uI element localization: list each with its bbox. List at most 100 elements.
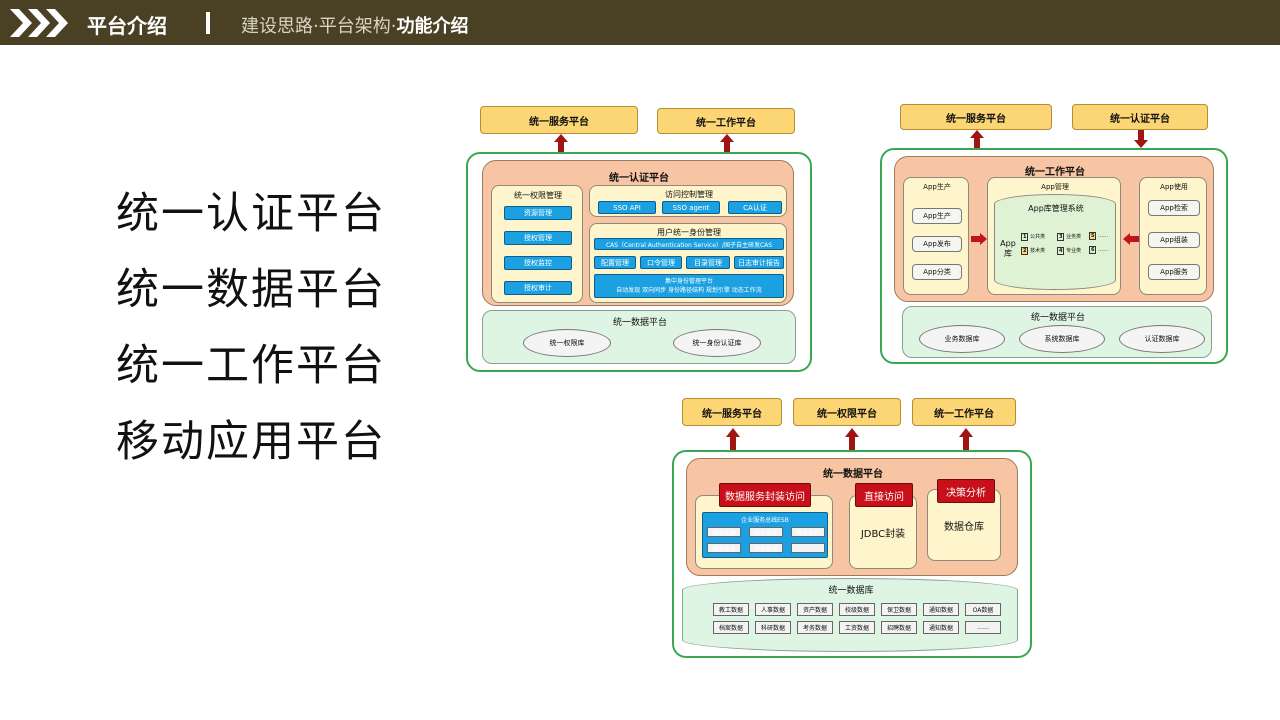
data-title: 统一数据平台: [823, 469, 883, 480]
perm-group: 统一权限管理 资源管理 授权管理 授权监控 授权审计: [491, 185, 583, 303]
identity-item: 日志审计报告: [734, 256, 784, 269]
identity-item: 口令管理: [640, 256, 682, 269]
up-arrow-icon: [720, 134, 734, 152]
top-box: 统一服务平台: [480, 106, 638, 134]
db-item: 教工数据: [713, 603, 749, 616]
access-box-service: 数据服务封装访问: [719, 483, 811, 507]
use-label: App使用: [1160, 183, 1188, 191]
manage-group: App管理 App库管理系统 App库 1 公共类 3 业务类 5 …… 2 技…: [987, 177, 1121, 295]
header-title: 平台介绍: [87, 14, 167, 38]
lib-item: 3 业务类: [1057, 233, 1082, 241]
unified-db-label: 统一数据库: [828, 586, 874, 596]
platform-list: 统一认证平台 统一数据平台 统一工作平台 移动应用平台: [116, 176, 386, 480]
perm-item: 授权审计: [504, 281, 572, 295]
esb-item: ……: [791, 543, 825, 553]
chevron-right-icon: [46, 9, 68, 37]
auth-data-platform: 统一数据平台 统一权限库 统一身份认证库: [482, 310, 796, 364]
platform-item: 统一认证平台: [116, 189, 386, 239]
db-cylinder: 统一权限库: [523, 329, 611, 357]
db-item: 科研数据: [755, 621, 791, 634]
use-item: App组装: [1148, 232, 1200, 248]
up-arrow-icon: [726, 428, 740, 450]
db-item: 通知数据: [923, 603, 959, 616]
app-lib-cylinder: App库管理系统 App库 1 公共类 3 业务类 5 …… 2 技术类 4 专…: [994, 194, 1116, 290]
top-box: 统一认证平台: [1072, 104, 1208, 130]
lib-item: 2 技术类: [1021, 247, 1046, 255]
breadcrumb: 建设思路·平台架构·功能介绍: [241, 12, 468, 38]
work-data-platform: 统一数据平台 业务数据库 系统数据库 认证数据库: [902, 306, 1212, 358]
platform-item: 移动应用平台: [116, 417, 386, 467]
use-item: App服务: [1148, 264, 1200, 280]
top-box: 统一工作平台: [912, 398, 1016, 426]
up-arrow-icon: [845, 428, 859, 450]
db-item: 校级数据: [839, 603, 875, 616]
db-item: 人事数据: [755, 603, 791, 616]
db-item: 考务数据: [797, 621, 833, 634]
up-arrow-icon: [554, 134, 568, 152]
app-lib-grid: 1 公共类 3 业务类 5 …… 2 技术类 4 专业类 6 ……: [1021, 231, 1115, 261]
app-lib-label: App库: [1000, 239, 1016, 258]
lib-item: 1 公共类: [1021, 233, 1046, 241]
db-cylinder: 业务数据库: [919, 325, 1005, 353]
auth-title: 统一认证平台: [609, 173, 669, 184]
left-arrow-icon: [1123, 233, 1139, 245]
top-box: 统一服务平台: [900, 104, 1052, 130]
produce-item: App生产: [912, 208, 962, 224]
access-group: 访问控制管理 SSO API SSO agent CA认证: [589, 185, 787, 217]
esb-item: 服务监控: [749, 527, 783, 537]
auth-panel: 统一认证平台 统一权限管理 资源管理 授权管理 授权监控 授权审计 访问控制管理…: [482, 160, 794, 306]
access-item: CA认证: [728, 201, 782, 214]
down-arrow-icon: [1134, 130, 1148, 148]
identity-group: 用户统一身份管理 CAS（Central Authentication Serv…: [589, 223, 787, 303]
cas-line: CAS（Central Authentication Service）/国子自主…: [594, 238, 784, 250]
work-frame: 统一工作平台 App生产 App生产 App发布 App分类 App管理 App…: [880, 148, 1228, 364]
right-arrow-icon: [971, 233, 987, 245]
produce-group: App生产 App生产 App发布 App分类: [903, 177, 969, 295]
breadcrumb-current: 功能介绍: [396, 16, 469, 37]
central-title: 集中身份管理平台: [664, 278, 713, 285]
central-identity-box: 集中身份管理平台 自动发现 双向同步 身份路径结构 规划引擎 动态工作流: [594, 274, 784, 298]
access-group-label: 访问控制管理: [665, 190, 713, 199]
auth-platform-diagram: 统一服务平台 统一工作平台 统一认证平台 统一权限管理 资源管理 授权管理 授权…: [466, 104, 812, 372]
central-desc: 自动发现 双向同步 身份路径结构 规划引擎 动态工作流: [616, 287, 762, 294]
data-panel: 统一数据平台 企业服务总线ESB 服务注册 服务监控 服务发现 服务安全 事务管…: [686, 458, 1018, 576]
identity-group-label: 用户统一身份管理: [657, 228, 721, 237]
esb-title: 企业服务总线ESB: [741, 517, 789, 524]
work-title: 统一工作平台: [1025, 167, 1085, 178]
db-item: 招聘数据: [881, 621, 917, 634]
platform-item: 统一工作平台: [116, 341, 386, 391]
db-item: 档案数据: [713, 621, 749, 634]
db-item: 保卫数据: [881, 603, 917, 616]
breadcrumb-prefix: 建设思路·平台架构·: [241, 16, 397, 37]
db-item: 工资数据: [839, 621, 875, 634]
access-box-decision: 决策分析: [937, 479, 995, 503]
access-item: SSO agent: [662, 201, 720, 214]
access-item: SSO API: [598, 201, 656, 214]
data-frame: 统一数据平台 企业服务总线ESB 服务注册 服务监控 服务发现 服务安全 事务管…: [672, 450, 1032, 658]
use-group: App使用 App检索 App组装 App服务: [1139, 177, 1207, 295]
identity-item: 配置管理: [594, 256, 636, 269]
perm-item: 授权管理: [504, 231, 572, 245]
esb-box: 企业服务总线ESB 服务注册 服务监控 服务发现 服务安全 事务管理 ……: [702, 512, 828, 558]
db-item: OA数据: [965, 603, 1001, 616]
header-bar: 平台介绍 建设思路·平台架构·功能介绍: [0, 0, 1280, 45]
use-item: App检索: [1148, 200, 1200, 216]
identity-item: 目录管理: [686, 256, 730, 269]
data-platform-label: 统一数据平台: [1030, 313, 1085, 323]
top-box: 统一工作平台: [657, 108, 795, 134]
lib-item: 4 专业类: [1057, 247, 1082, 255]
work-platform-diagram: 统一服务平台 统一认证平台 统一工作平台 App生产 App生产 App发布 A…: [880, 102, 1228, 364]
perm-item: 资源管理: [504, 206, 572, 220]
lib-item: 6 ……: [1089, 246, 1109, 254]
db-item: ……: [965, 621, 1001, 634]
esb-item: 服务发现: [791, 527, 825, 537]
platform-item: 统一数据平台: [116, 265, 386, 315]
produce-label: App生产: [923, 183, 951, 191]
chevron-right-icon: [28, 9, 50, 37]
auth-frame: 统一认证平台 统一权限管理 资源管理 授权管理 授权监控 授权审计 访问控制管理…: [466, 152, 812, 372]
top-box: 统一权限平台: [793, 398, 901, 426]
access-box-direct: 直接访问: [855, 483, 913, 507]
lib-item: 5 ……: [1089, 232, 1109, 240]
data-platform-diagram: 统一服务平台 统一权限平台 统一工作平台 统一数据平台 企业服务总线ESB 服务…: [672, 396, 1032, 658]
